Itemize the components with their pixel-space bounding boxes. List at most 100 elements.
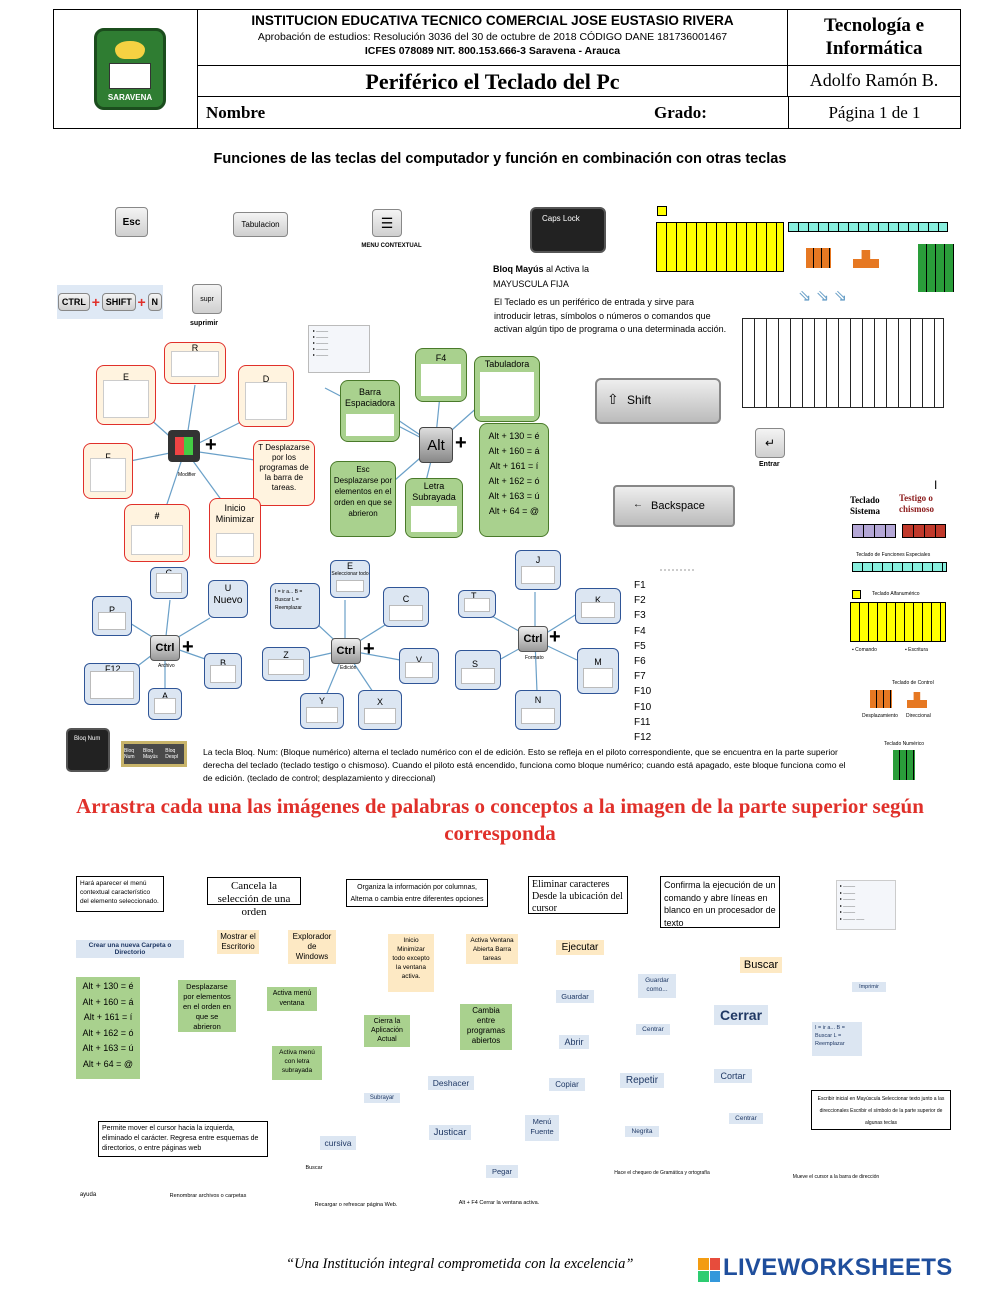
drop-target-s[interactable]: S — [455, 650, 501, 690]
drag-repetir[interactable]: Repetir — [620, 1073, 664, 1088]
drag-ayuda[interactable]: ayuda — [79, 1192, 97, 1198]
drag-recargar[interactable]: Recargar o refrescar página Web. — [314, 1202, 398, 1208]
ctrl-shift-n-keys: CTRL+ SHIFT+ N — [57, 285, 163, 319]
drop-target-p[interactable]: P — [92, 596, 132, 636]
shift-key-small: SHIFT — [101, 293, 136, 311]
drop-target-n[interactable]: N — [515, 690, 561, 730]
esc-key: Esc — [115, 207, 148, 237]
drag-inicio-minimizar[interactable]: Inicio Minimizar todo excepto la ventana… — [388, 934, 434, 992]
drop-target-e[interactable]: E — [96, 365, 156, 425]
drag-pegar[interactable]: Pegar — [486, 1165, 518, 1178]
drop-target-v[interactable]: V — [399, 648, 439, 684]
target-label: F — [105, 452, 111, 462]
drag-context-menu-image[interactable]: ▸ ———▸ ———▸ ———▸ ———▸ ———▸ ——— —— — [836, 880, 896, 930]
drop-target-tab[interactable]: Tabuladora — [474, 356, 540, 422]
alt-code: Alt + 161 = í — [489, 461, 539, 471]
drag-buscar-2[interactable]: Buscar — [305, 1165, 323, 1171]
drag-cursiva[interactable]: cursiva — [320, 1136, 356, 1150]
drop-target-z[interactable]: Z — [262, 647, 310, 681]
drag-subrayar[interactable]: Subrayar — [364, 1093, 400, 1103]
drag-permite-mover[interactable]: Permite mover el cursor hacia la izquier… — [98, 1121, 268, 1157]
drag-menu-fuente[interactable]: Menú Fuente — [525, 1115, 559, 1141]
drag-eliminar[interactable]: Eliminar caracteres Desde la ubicación d… — [528, 876, 628, 914]
drag-imprimir[interactable]: Imprimir — [852, 982, 886, 992]
drop-target-d[interactable]: D — [238, 365, 294, 427]
drag-cerrar[interactable]: Cerrar — [714, 1005, 768, 1025]
drag-centrar-2[interactable]: Centrar — [729, 1113, 763, 1124]
drag-deshacer[interactable]: Deshacer — [428, 1076, 474, 1090]
drag-activa-ventana[interactable]: Activa Ventana Abierta Barra tareas — [466, 934, 518, 964]
enter-key: ↵ — [755, 428, 785, 458]
drag-mayusculas[interactable]: Escribir inicial en Mayúscula Selecciona… — [811, 1090, 951, 1130]
drag-desplazarse[interactable]: Desplazarse por elementos en el orden en… — [178, 980, 236, 1032]
cursor-marker: I — [934, 478, 938, 492]
fkey-label: F7 — [634, 671, 646, 683]
subject-label: Tecnología e Informática — [788, 10, 960, 66]
drop-target-hash[interactable]: # — [124, 504, 190, 562]
drag-guardar-como[interactable]: Guardar como... — [638, 974, 676, 998]
liveworksheets-brand[interactable]: LIVEWORKSHEETS — [723, 1254, 953, 1281]
drop-target-y[interactable]: Y — [300, 693, 344, 729]
drop-target-letra[interactable]: Letra Subrayada — [405, 478, 463, 538]
drop-target-f4[interactable]: F4 — [415, 348, 467, 402]
drop-target-t[interactable]: T — [458, 590, 496, 618]
drop-target-c[interactable]: C — [383, 587, 429, 627]
drag-menu-contextual[interactable]: Hará aparecer el menú contextual caracte… — [76, 876, 164, 912]
drop-target-k[interactable]: K — [575, 588, 621, 624]
eagle-icon — [115, 41, 145, 59]
drop-target-f12[interactable]: F12 — [84, 663, 140, 705]
drag-alt-codes[interactable]: Alt + 130 = é Alt + 160 = á Alt + 161 = … — [76, 977, 140, 1079]
drag-centrar[interactable]: Centrar — [636, 1024, 670, 1035]
fkey-label: F3 — [634, 610, 646, 622]
drop-target-b[interactable]: B — [204, 653, 242, 689]
drag-activa-letra[interactable]: Activa menú con letra subrayada — [272, 1046, 322, 1080]
drag-mostrar-escritorio[interactable]: Mostrar el Escritorio — [217, 930, 259, 954]
page-number: Página 1 de 1 — [788, 97, 960, 128]
drag-guardar[interactable]: Guardar — [556, 990, 594, 1003]
drag-alt-f4[interactable]: Alt + F4 Cerrar la ventana activa. — [458, 1200, 540, 1206]
caps-description: Bloq Mayús al Activa la MAYUSCULA FIJA — [493, 264, 590, 289]
drag-gramatica[interactable]: Hace el chequeo de Gramática y ortografí… — [614, 1170, 710, 1176]
drag-cancela[interactable]: Cancela la selección de una orden — [207, 877, 301, 918]
drop-target-a[interactable]: A — [148, 688, 182, 720]
drop-target-f[interactable]: F — [83, 443, 133, 499]
n-key: N — [147, 293, 163, 311]
header-table: SARAVENA INSTITUCION EDUCATIVA TECNICO C… — [53, 9, 961, 129]
target-label: P — [108, 605, 115, 615]
target-label: K — [594, 595, 601, 605]
drag-confirma[interactable]: Confirma la ejecución de un comando y ab… — [660, 876, 780, 928]
drop-target-x[interactable]: X — [358, 690, 402, 730]
drop-target-m[interactable]: M — [577, 648, 619, 694]
drag-justicar[interactable]: Justicar — [429, 1125, 471, 1140]
drop-target-g[interactable]: G — [150, 567, 188, 599]
windows-key — [168, 430, 200, 462]
drag-ir-buscar[interactable]: I = ir a... B = Buscar L = Reemplazar — [812, 1022, 862, 1056]
drag-ejecutar[interactable]: Ejecutar — [556, 940, 604, 955]
drag-negrita[interactable]: Negrita — [625, 1126, 659, 1137]
plus-icon: + — [455, 432, 467, 454]
drop-target-inicio[interactable]: Inicio Minimizar — [209, 498, 261, 564]
drag-buscar[interactable]: Buscar — [740, 957, 782, 973]
drag-copiar[interactable]: Copiar — [549, 1078, 585, 1091]
drag-cierra-aplicacion[interactable]: Cierra la Aplicación Actual — [364, 1015, 410, 1047]
ctrl-key: CTRL — [57, 293, 90, 311]
legend-square — [657, 206, 667, 216]
indicator-label: Bloq Num — [124, 748, 135, 760]
drag-abrir[interactable]: Abrir — [559, 1035, 589, 1049]
drop-target-barra[interactable]: Barra Espaciadora — [340, 380, 400, 442]
caps-label: Caps Lock — [542, 214, 580, 223]
fkey-label: F10 — [634, 701, 652, 713]
drop-target-r[interactable]: R — [164, 342, 226, 384]
drag-mueve-cursor[interactable]: Mueve el cursor a la barra de dirección — [792, 1174, 880, 1180]
drag-explorador[interactable]: Explorador de Windows — [288, 930, 336, 964]
drag-activa-menu[interactable]: Activa menú ventana — [267, 987, 317, 1011]
drop-target-j[interactable]: J — [515, 550, 561, 590]
drag-organiza[interactable]: Organiza la información por columnas, Al… — [346, 879, 488, 907]
drag-crear-carpeta[interactable]: Crear una nueva Carpeta o Directorio — [76, 940, 184, 958]
drag-cortar[interactable]: Cortar — [714, 1069, 752, 1083]
drag-cambia-programas[interactable]: Cambia entre programas abiertos — [460, 1004, 512, 1050]
drag-renombrar[interactable]: Renombrar archivos o carpetas — [169, 1193, 247, 1199]
